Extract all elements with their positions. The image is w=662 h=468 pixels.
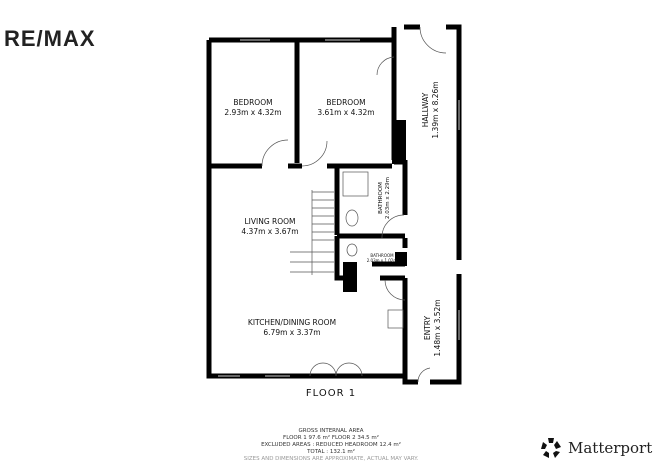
floor-label: FLOOR 1 [305, 388, 357, 399]
fixtures [261, 26, 447, 383]
area-total: TOTAL : 132.1 m² [307, 449, 355, 455]
room-name: ENTRY [423, 315, 432, 340]
room-name: BEDROOM [233, 98, 272, 107]
area-note: SIZES AND DIMENSIONS ARE APPROXIMATE, AC… [243, 456, 419, 462]
room-name: BEDROOM [326, 98, 365, 107]
room-name: HALLWAY [421, 92, 430, 127]
room-name: BATHROOM [370, 253, 394, 258]
area-title: GROSS INTERNAL AREA [298, 428, 364, 434]
matterport-icon [541, 438, 561, 458]
room-dims: 4.37m x 3.67m [241, 227, 298, 236]
room-dims: 2.03m x 1.02m [367, 258, 398, 263]
room-dims: 1.39m x 8.26m [431, 81, 440, 138]
area-summary: GROSS INTERNAL AREA FLOOR 1 97.6 m² FLOO… [0, 428, 662, 463]
room-dims: 2.93m x 4.32m [224, 108, 281, 117]
windows [218, 39, 460, 377]
room-dims: 6.79m x 3.37m [263, 328, 320, 337]
wall-blocks [343, 120, 407, 292]
matterport-logo: Matterport [540, 437, 652, 459]
room-dims: 1.48m x 3.52m [433, 299, 442, 356]
room-labels: BEDROOM 2.93m x 4.32m BEDROOM 3.61m x 4.… [224, 81, 442, 356]
room-name: KITCHEN/DINING ROOM [248, 318, 336, 327]
room-dims: 3.61m x 4.32m [317, 108, 374, 117]
area-floors: FLOOR 1 97.6 m² FLOOR 2 34.5 m² [283, 435, 379, 441]
room-name: BATHROOM [378, 182, 384, 214]
walls [206, 24, 462, 385]
room-dims: 2.03m x 2.29m [385, 177, 391, 219]
matterport-text: Matterport [568, 439, 653, 457]
area-excluded: EXCLUDED AREAS : REDUCED HEADROOM 12.4 m… [261, 442, 401, 448]
room-name: LIVING ROOM [244, 217, 295, 226]
remax-logo: RE/MAX [4, 26, 96, 51]
